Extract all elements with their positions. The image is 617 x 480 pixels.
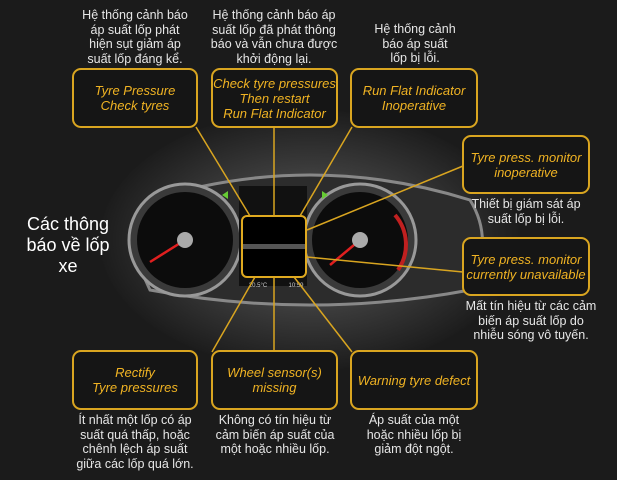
speedometer-hub bbox=[177, 232, 193, 248]
description-line: hoặc nhiều lốp bị bbox=[366, 427, 462, 442]
description-line: báo và vẫn chưa được bbox=[210, 37, 338, 51]
description-line: khởi động lại. bbox=[236, 51, 312, 66]
tachometer-redline bbox=[393, 213, 408, 272]
connector-line bbox=[211, 276, 256, 353]
message-label-line: Check tyre pressures bbox=[213, 75, 336, 91]
description-line: cảm biến áp suất của bbox=[215, 427, 335, 442]
description-line: áp suất lốp phát bbox=[90, 22, 180, 37]
connector-line bbox=[293, 276, 353, 353]
message-label-line: Tyre press. monitor bbox=[470, 251, 582, 267]
description-line: biến áp suất lốp do bbox=[478, 313, 584, 328]
description-line: Hệ thống cảnh bbox=[374, 22, 456, 36]
message-label-line: Tyre press. monitor bbox=[470, 149, 582, 165]
message-box-sensor-missing: Wheel sensor(s)missing bbox=[211, 350, 338, 410]
message-label-line: missing bbox=[252, 380, 297, 395]
description-line: một hoặc nhiều lốp. bbox=[220, 442, 330, 456]
description-line: báo áp suất bbox=[382, 36, 448, 51]
description-line: hiện sụt giảm áp bbox=[89, 37, 181, 51]
description-line: Không có tín hiệu từ bbox=[218, 413, 332, 427]
description-line: giảm đột ngột. bbox=[374, 442, 454, 456]
message-label-line: Tyre Pressure bbox=[94, 83, 176, 98]
message-label-line: Tyre pressures bbox=[92, 380, 178, 395]
message-box-tyre-defect: Warning tyre defect bbox=[350, 350, 478, 410]
description-line: nhiễu sóng vô tuyến. bbox=[473, 328, 589, 342]
description-line: Hệ thống cảnh báo áp bbox=[212, 8, 336, 22]
left-turn-signal-icon bbox=[222, 191, 228, 199]
message-label-line: Check tyres bbox=[100, 98, 170, 113]
display-divider bbox=[243, 244, 305, 249]
temperature-readout: 20.5°C bbox=[249, 283, 268, 289]
description-line: Ít nhất một lốp có áp bbox=[78, 413, 192, 427]
description-line: suất lốp bị lỗi. bbox=[487, 211, 565, 226]
description-line: Thiết bị giám sát áp bbox=[471, 197, 581, 211]
description-line: suất lốp đã phát thông bbox=[212, 22, 336, 37]
message-label-line: Run Flat Indicator bbox=[223, 105, 326, 121]
message-label-line: Then restart bbox=[239, 90, 310, 106]
message-label-line: Inoperative bbox=[381, 98, 447, 113]
description-line: chênh lệch áp suất bbox=[82, 442, 188, 456]
description-line: suất quá thấp, hoặc bbox=[80, 427, 190, 442]
description-line: Hệ thống cảnh báo bbox=[82, 8, 188, 22]
connector-line bbox=[306, 165, 464, 231]
description-line: Mất tín hiệu từ các cảm bbox=[465, 299, 597, 313]
connector-line bbox=[195, 126, 251, 217]
connector-line bbox=[306, 256, 464, 273]
message-label-line: Rectify bbox=[115, 365, 155, 380]
message-label-line: inoperative bbox=[494, 164, 558, 180]
right-turn-signal-icon bbox=[322, 191, 328, 199]
tachometer-hub bbox=[352, 232, 368, 248]
message-label-line: Wheel sensor(s) bbox=[227, 365, 322, 380]
description-line: lốp bị lỗi. bbox=[390, 51, 440, 65]
description-line: suất lốp đáng kể. bbox=[87, 51, 183, 66]
description-line: Áp suất của một bbox=[368, 413, 460, 427]
diagram-title: Các thông báo về lốp xe bbox=[26, 214, 110, 276]
message-label-line: Run Flat Indicator bbox=[362, 83, 466, 98]
description-line: giữa các lốp quá lớn. bbox=[76, 456, 194, 471]
message-label-line: Warning tyre defect bbox=[357, 372, 471, 388]
time-readout: 10:59 bbox=[288, 283, 304, 289]
message-label-line: currently unavailable bbox=[466, 266, 586, 282]
connector-line bbox=[299, 126, 353, 217]
